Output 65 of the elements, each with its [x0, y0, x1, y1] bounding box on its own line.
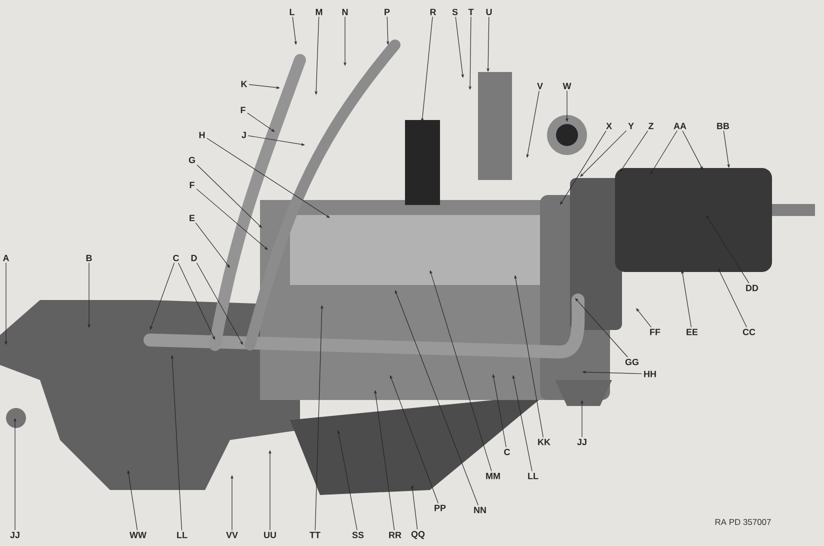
callout-letter: V	[537, 82, 543, 90]
callout-letter: SS	[352, 532, 364, 538]
callout-letter: UU	[264, 532, 276, 538]
callout-letter: RR	[389, 532, 402, 538]
callout-letter: E	[190, 214, 195, 222]
callout-letter: NN	[474, 506, 486, 514]
callout-letter: P	[384, 8, 390, 16]
leader-line	[247, 112, 275, 132]
callout-letter: T	[468, 8, 474, 16]
leader-line	[682, 130, 703, 170]
callout-letter: GG	[625, 358, 638, 366]
callout-letter: Y	[628, 122, 634, 130]
callout-letter: C	[504, 448, 510, 456]
callout-letter: LL	[177, 532, 188, 538]
callout-letter: VV	[226, 532, 238, 538]
callout-letter: C	[173, 254, 179, 262]
callout-letter: QQ	[411, 530, 425, 539]
figure-number: RA PD 357007	[715, 519, 771, 525]
callout-letter: J	[242, 132, 246, 138]
callout-letter: X	[606, 122, 612, 130]
leader-line	[620, 130, 648, 172]
callout-letter: K	[241, 80, 248, 88]
callout-letter: LL	[528, 472, 538, 480]
leader-line	[575, 298, 628, 358]
leader-line	[706, 215, 750, 284]
leader-line	[196, 188, 268, 250]
callout-letter: JJ	[577, 438, 586, 446]
callout-letter: F	[240, 106, 246, 114]
callout-letter: BB	[717, 122, 730, 130]
callout-letter: EE	[686, 328, 698, 336]
leader-line	[580, 130, 627, 177]
leader-line	[718, 268, 747, 328]
callout-letter: S	[452, 8, 458, 16]
callout-letter: W	[562, 82, 572, 90]
callout-letter: U	[486, 8, 492, 16]
leader-line	[560, 130, 606, 205]
callout-letter: PP	[434, 504, 446, 512]
callout-letter: HH	[644, 370, 656, 378]
callout-letter: CC	[742, 328, 756, 336]
callout-letter: D	[191, 254, 197, 262]
callout-letter: JJ	[10, 532, 20, 538]
callout-letter: TT	[310, 532, 320, 538]
callout-letter: N	[342, 8, 348, 16]
callout-letter: WW	[130, 532, 146, 538]
leader-line	[636, 308, 652, 328]
leader-line	[196, 164, 262, 228]
callout-letter: AA	[674, 122, 686, 130]
callout-letter: G	[188, 156, 195, 164]
callout-letter: L	[290, 8, 294, 16]
callout-letter: Z	[648, 122, 654, 130]
callout-letter: FF	[650, 328, 660, 336]
callout-letter: KK	[538, 438, 550, 446]
callout-letter: DD	[746, 284, 758, 292]
callout-letter: F	[190, 182, 194, 188]
callout-letter: R	[430, 8, 436, 16]
leader-line	[195, 222, 230, 268]
callout-letter: H	[199, 132, 205, 138]
leader-line	[178, 262, 215, 340]
callout-letter: M	[316, 8, 322, 16]
leader-line	[206, 138, 330, 218]
callout-letter: B	[86, 254, 92, 262]
callout-letter: MM	[486, 472, 500, 480]
leader-line	[650, 130, 678, 175]
callout-letter: A	[3, 254, 9, 262]
leader-line	[196, 262, 243, 345]
